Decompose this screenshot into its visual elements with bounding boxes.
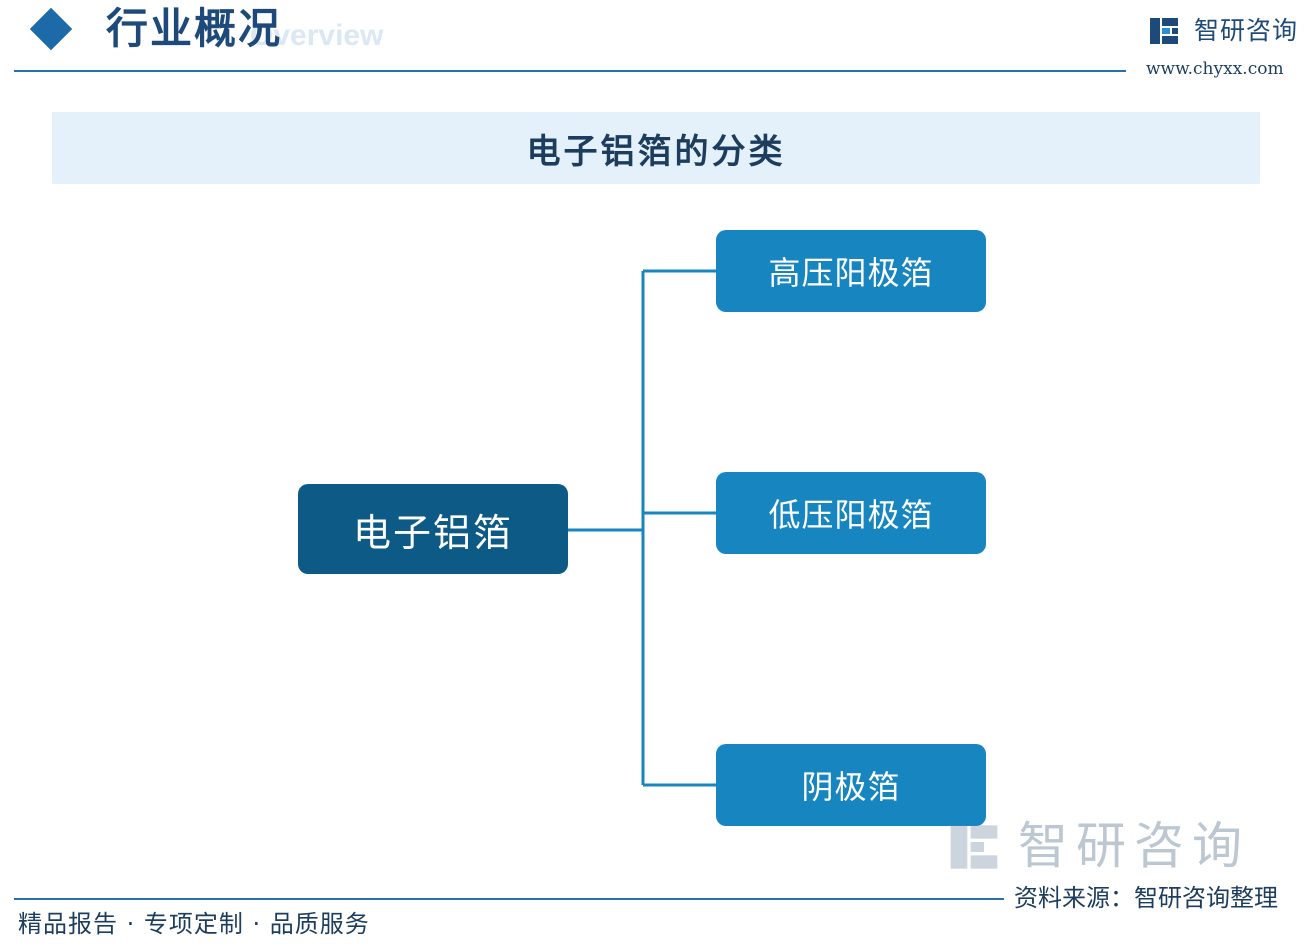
child-node-2: 低压阳极箔	[716, 472, 986, 554]
child-node-3: 阴极箔	[716, 744, 986, 826]
section-title: 行业概况	[106, 4, 283, 53]
chyxx-logo-icon	[1150, 18, 1178, 44]
footer-source: 资料来源：智研咨询整理	[1010, 882, 1278, 914]
diagram-title-band: 电子铝箔的分类	[52, 112, 1260, 184]
child-node-1: 高压阳极箔	[716, 230, 986, 312]
root-node: 电子铝箔	[298, 484, 568, 574]
brand-url: www.chyxx.com	[1146, 59, 1284, 79]
diagram-title: 电子铝箔的分类	[526, 131, 786, 172]
header-divider	[14, 70, 1126, 72]
watermark-brand: 智研咨询	[1018, 817, 1250, 875]
footer-slogan: 精品报告 · 专项定制 · 品质服务	[18, 910, 370, 938]
footer-divider	[14, 898, 1004, 900]
watermark-logo-icon	[950, 825, 998, 869]
brand-name: 智研咨询	[1194, 16, 1299, 45]
